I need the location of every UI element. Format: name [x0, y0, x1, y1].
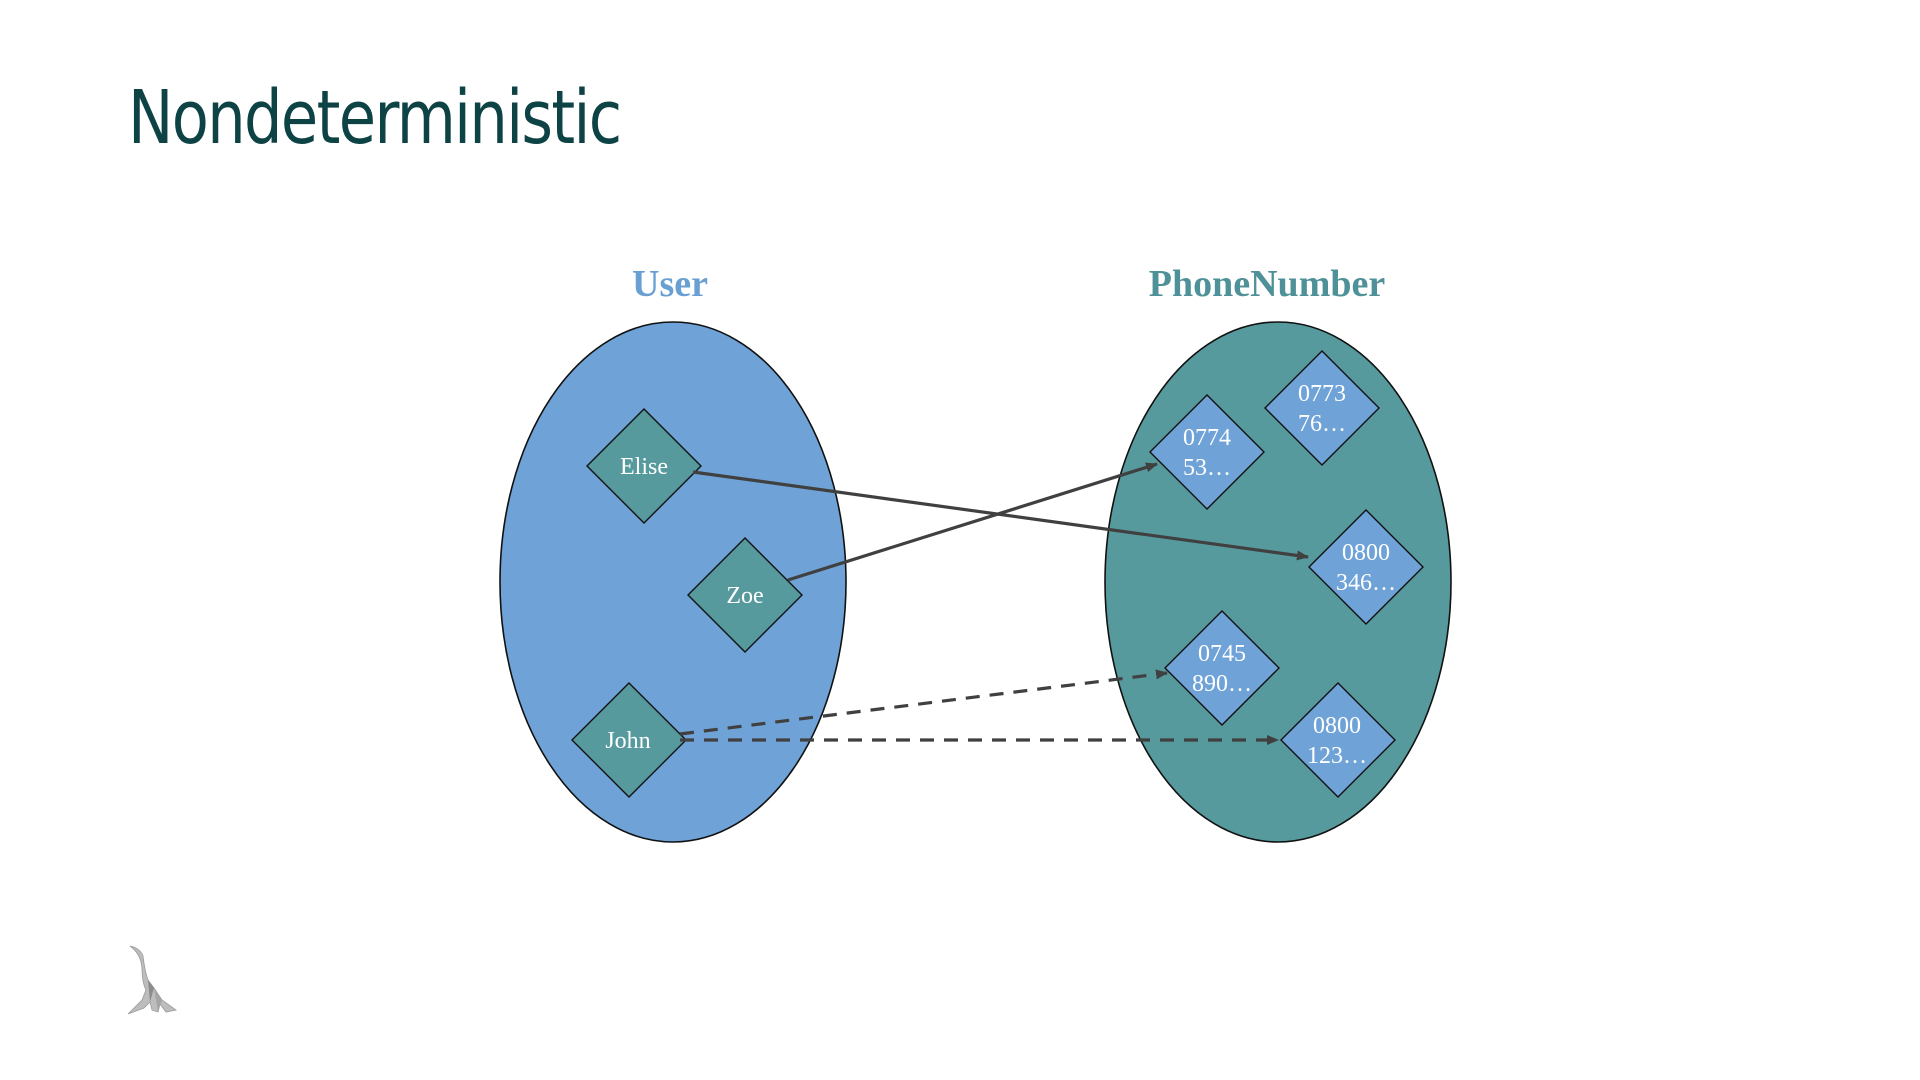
user-node-elise: Elise	[586, 408, 702, 524]
user-node-zoe: Zoe	[687, 537, 803, 653]
node-label-line1: 0774	[1183, 425, 1231, 451]
phonenumber-set-label: PhoneNumber	[1149, 263, 1386, 305]
phone-node-0774: 0774 53…	[1149, 394, 1265, 510]
node-label: John	[605, 728, 650, 754]
page-title: Nondeterministic	[128, 75, 622, 161]
edge-john-to-0745	[679, 669, 1168, 736]
node-label-line2: 76…	[1298, 411, 1346, 437]
phone-node-0800-123: 0800 123…	[1280, 682, 1396, 798]
user-set-label: User	[632, 263, 708, 305]
node-label-line1: 0800	[1342, 540, 1390, 566]
node-label-line2: 346…	[1336, 570, 1396, 596]
node-label-line2: 890…	[1192, 671, 1252, 697]
edge-zoe-to-0774	[787, 462, 1158, 582]
node-label-line1: 0773	[1298, 381, 1346, 407]
node-label-line1: 0745	[1198, 641, 1246, 667]
node-label-line1: 0800	[1313, 713, 1361, 739]
stork-logo-icon	[127, 945, 177, 1014]
node-label: Elise	[620, 454, 668, 480]
user-node-john: John	[571, 682, 687, 798]
node-label: Zoe	[726, 583, 763, 609]
user-set	[499, 321, 847, 843]
node-label-line2: 123…	[1307, 743, 1367, 769]
phone-node-0773: 0773 76…	[1264, 350, 1380, 466]
phone-node-0800-346: 0800 346…	[1308, 509, 1424, 625]
node-label-line2: 53…	[1183, 455, 1231, 481]
phone-node-0745: 0745 890…	[1164, 610, 1280, 726]
